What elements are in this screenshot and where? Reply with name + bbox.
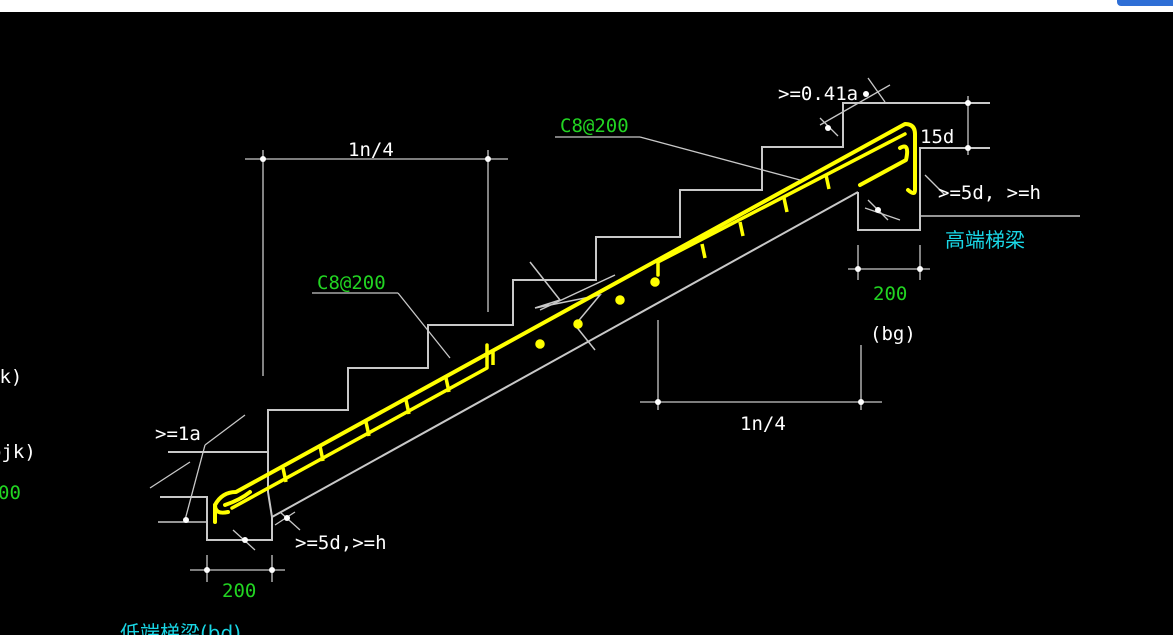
window-top-bar — [0, 0, 1173, 12]
rebar-group — [213, 122, 917, 524]
bottom-main-rebar — [213, 122, 917, 524]
dimension-lines — [149, 77, 969, 582]
anchor-label-04la: >=0.41a — [778, 83, 858, 105]
rebar-label-top: C8@200 — [560, 115, 629, 137]
stair-step-outline — [267, 102, 990, 452]
blue-tab-button[interactable] — [1117, 0, 1173, 6]
high-end-beam-outline — [857, 147, 990, 231]
distribution-rebar-marks — [281, 174, 831, 483]
low-end-hook — [213, 490, 252, 515]
left-text-00: 00 — [0, 482, 21, 504]
dim-label-ln4-top: 1n/4 — [348, 139, 394, 161]
high-end-beam-label: 高端梯梁 — [945, 228, 1025, 252]
high-end-top-rebar — [656, 132, 907, 277]
low-end-beam-label: 低端梯梁(bd) — [120, 621, 241, 635]
anchor-label-la: >=1a — [155, 423, 201, 445]
dim-label-ln4-bottom: 1n/4 — [740, 413, 786, 435]
low-end-top-rebar — [230, 343, 489, 510]
low-end-beam-outline — [160, 451, 273, 541]
left-text-pjk: pjk) — [0, 441, 36, 463]
bg-label: (bg) — [870, 323, 916, 345]
dimension-ticks — [183, 91, 971, 573]
high-end-hook — [858, 144, 910, 187]
width-label-low: 200 — [222, 580, 256, 602]
width-label-high: 200 — [873, 283, 907, 305]
break-line-extension — [539, 274, 616, 311]
break-line-symbol — [529, 261, 602, 351]
stair-slab-soffit — [271, 191, 859, 518]
anchor-label-5d-low: >=5d,>=h — [295, 532, 387, 554]
left-text-fk: fk) — [0, 366, 22, 388]
hook-label-15d: 15d — [920, 126, 954, 148]
rebar-label-bottom: C8@200 — [317, 272, 386, 294]
anchor-label-5d-high: >=5d, >=h — [938, 182, 1041, 204]
